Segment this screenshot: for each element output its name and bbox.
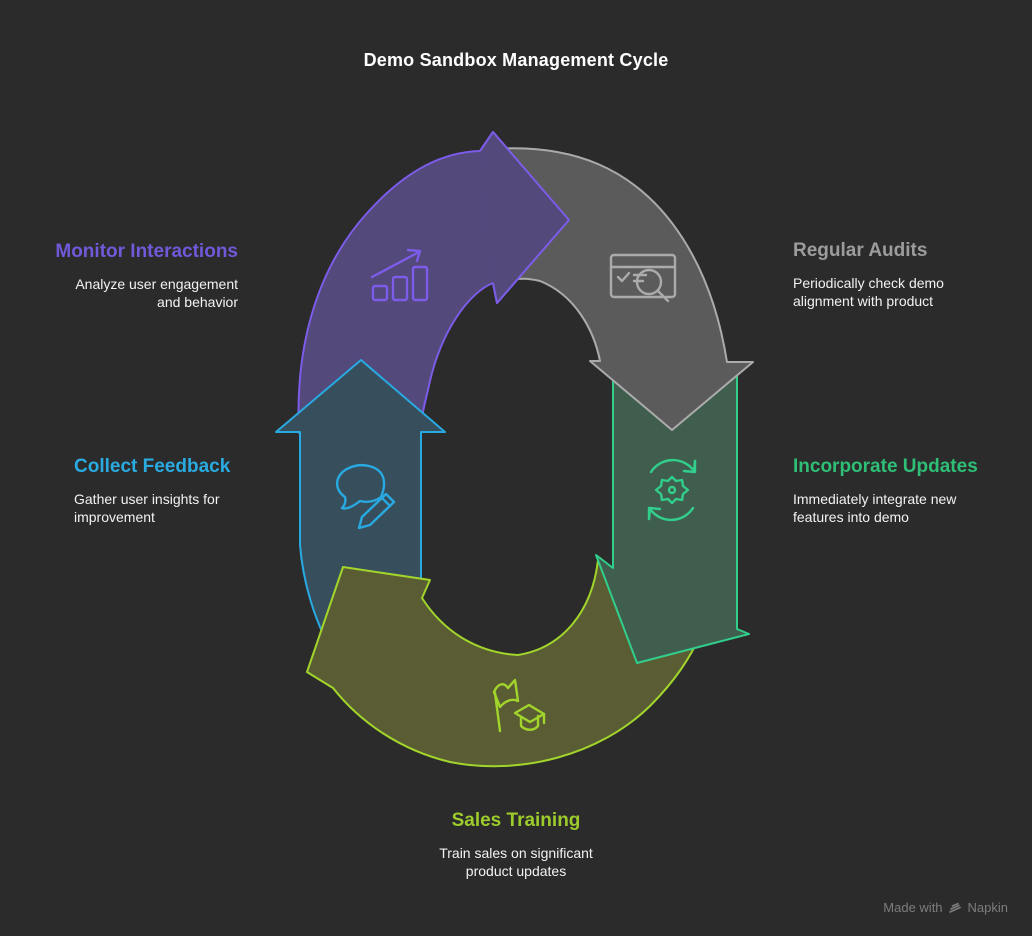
audits-body-line: alignment with product: [793, 292, 934, 309]
feedback-body-line: improvement: [74, 508, 155, 525]
training-body-line: product updates: [465, 862, 567, 879]
feedback-heading: Collect Feedback: [74, 456, 231, 477]
monitor-heading: Monitor Interactions: [55, 241, 238, 262]
training-heading: Sales Training: [451, 810, 581, 831]
stage-label-training: Sales Training Train sales on significan…: [356, 810, 676, 880]
updates-body-line: Immediately integrate new: [793, 491, 957, 507]
watermark-brand: Napkin: [967, 900, 1008, 915]
page-title: Demo Sandbox Management Cycle: [363, 50, 669, 70]
audit-window-magnifier-icon: [609, 253, 677, 303]
stage-label-feedback: Collect Feedback Gather user insights fo…: [74, 456, 314, 526]
feedback-body-line: Gather user insights for: [74, 491, 220, 507]
watermark-prefix: Made with: [883, 900, 943, 915]
updates-arrow: [595, 361, 750, 664]
sync-gear-icon: [647, 458, 697, 522]
trend-chart-icon: [370, 248, 429, 302]
flag-graduation-cap-icon: [492, 678, 546, 733]
audits-heading: Regular Audits: [793, 240, 928, 261]
napkin-logo-icon: [948, 902, 961, 913]
audits-arrow-outline: [481, 147, 754, 431]
monitor-body-line: Analyze user engagement: [75, 276, 238, 292]
stage-label-updates: Incorporate Updates Immediately integrat…: [793, 456, 1032, 526]
stage-label-monitor: Monitor Interactions Analyze user engage…: [0, 241, 238, 311]
monitor-arrowhead-outline: [479, 131, 570, 304]
stage-label-audits: Regular Audits Periodically check demo a…: [793, 240, 1032, 310]
monitor-arrowhead: [480, 132, 569, 303]
updates-heading: Incorporate Updates: [793, 456, 978, 477]
updates-body-line: features into demo: [793, 508, 909, 525]
napkin-watermark: Made with Napkin: [883, 900, 1008, 915]
audits-body-line: Periodically check demo: [793, 275, 944, 291]
chat-pencil-icon: [336, 464, 396, 530]
training-body-line: Train sales on significant: [439, 845, 593, 861]
monitor-body-line: and behavior: [157, 293, 238, 310]
training-arrow: [306, 559, 707, 768]
